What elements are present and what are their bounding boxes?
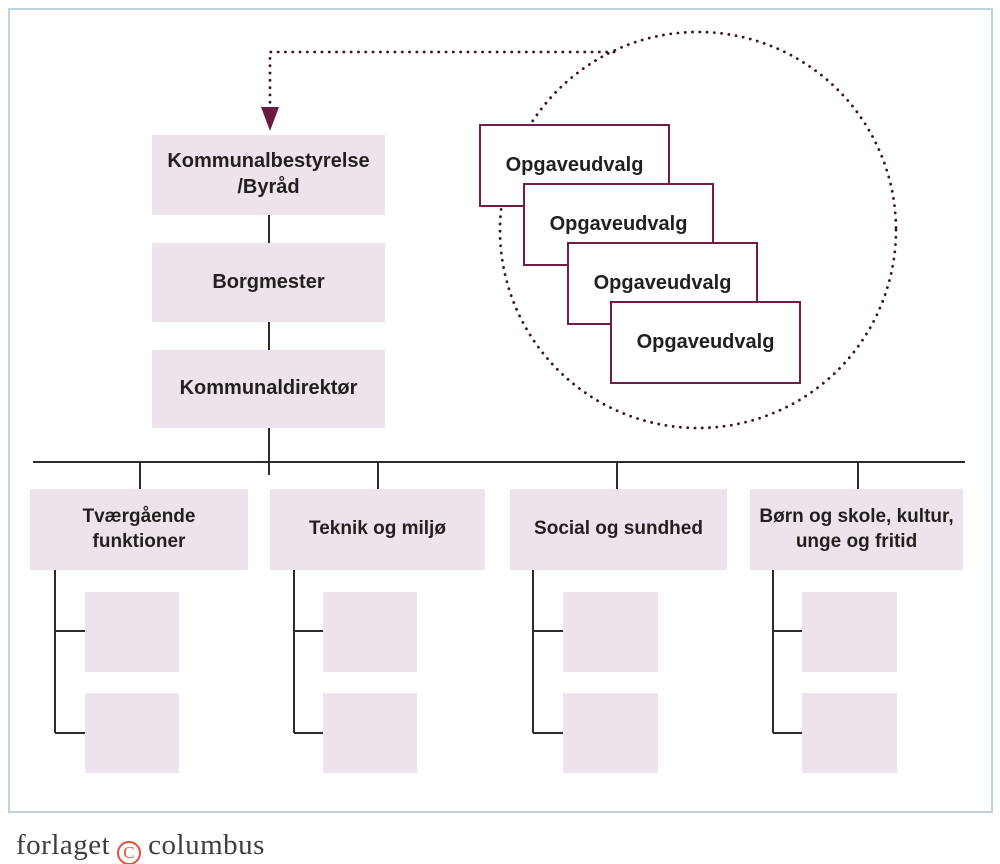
council-label-line1: Kommunalbestyrelse (167, 150, 370, 173)
publisher-word1: forlaget (16, 829, 111, 861)
dotted-feedback-line (268, 50, 616, 106)
sub-unit-box (323, 693, 417, 773)
task-committee-box-4: Opgaveudvalg (610, 301, 801, 384)
task-committee-label-4: Opgaveudvalg (636, 330, 775, 353)
sub-unit-box (563, 693, 658, 773)
sub-unit-box (802, 693, 897, 773)
department-box-boern: Børn og skole, kultur, unge og fritid (750, 489, 963, 570)
director-label: Kommunaldirektør (179, 377, 358, 400)
sub-unit-box (323, 592, 417, 672)
task-committee-label-3: Opgaveudvalg (593, 271, 732, 294)
publisher-logo: forlaget C columbus (16, 829, 265, 864)
solid-connectors (33, 215, 965, 734)
publisher-word2: columbus (148, 829, 265, 861)
department-label-line1: Tværgående (82, 506, 196, 528)
figure-frame-border (8, 8, 993, 813)
arrowhead-down-icon (261, 107, 279, 131)
department-box-teknik: Teknik og miljø (270, 489, 485, 570)
council-box: Kommunalbestyrelse /Byråd (152, 135, 385, 215)
director-box: Kommunaldirektør (152, 350, 385, 428)
sub-unit-box (85, 592, 179, 672)
department-box-social: Social og sundhed (510, 489, 727, 570)
sub-unit-box (85, 693, 179, 773)
mayor-box: Borgmester (152, 243, 385, 322)
dotted-circle (498, 30, 898, 430)
mayor-label: Borgmester (212, 270, 325, 293)
sub-unit-box (563, 592, 658, 672)
department-label-line1: Teknik og miljø (309, 518, 446, 540)
council-label-line2: /Byråd (237, 176, 300, 198)
department-box-tvaergaende: Tværgående funktioner (30, 489, 248, 570)
department-label-line1: Børn og skole, kultur, (759, 506, 954, 528)
task-committee-label-1: Opgaveudvalg (505, 153, 644, 176)
department-label-line2: unge og fritid (795, 530, 918, 552)
department-label-line1: Social og sundhed (534, 518, 703, 540)
task-committee-label-2: Opgaveudvalg (549, 212, 688, 235)
department-label-line2: funktioner (92, 530, 186, 552)
copyright-c-icon: C (117, 841, 142, 864)
sub-unit-box (802, 592, 897, 672)
